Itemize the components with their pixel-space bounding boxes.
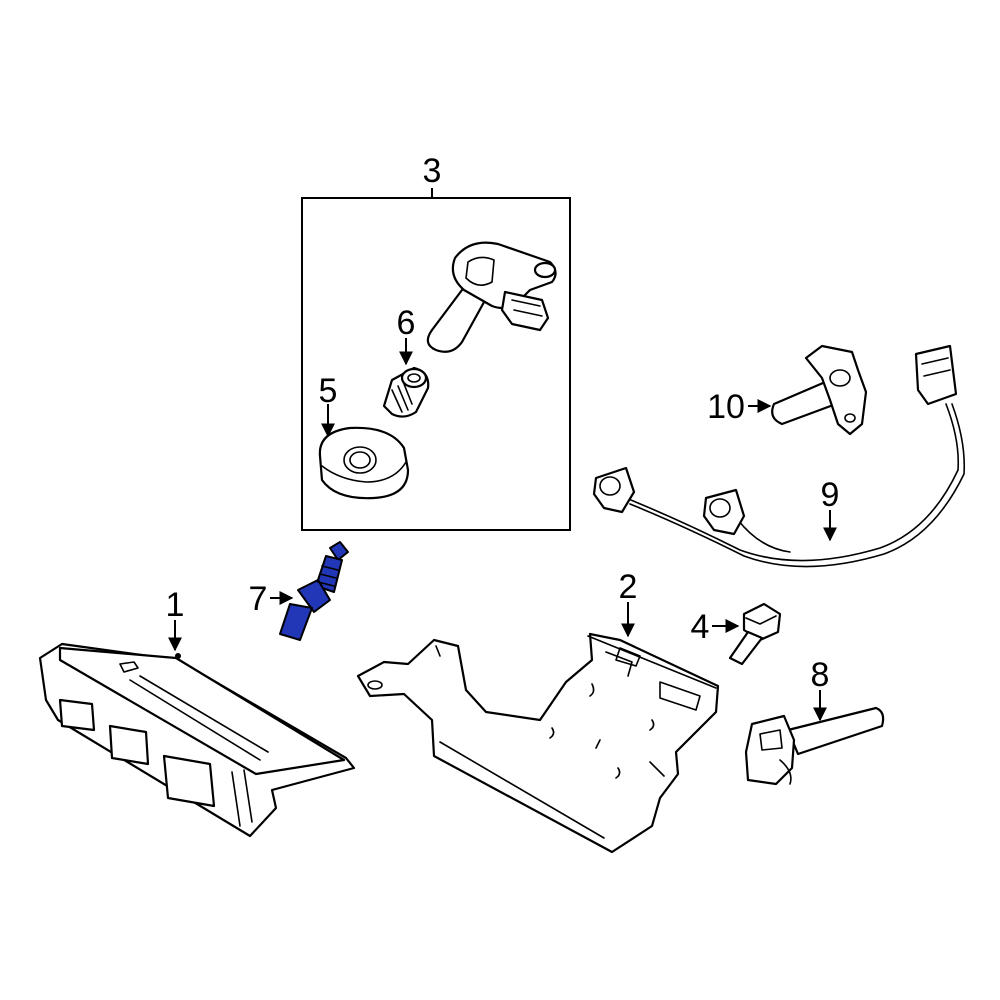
callout-3[interactable]: 3 (423, 152, 442, 190)
camshaft-sensor[interactable] (771, 344, 868, 436)
seal-washer[interactable] (318, 426, 410, 500)
engine-control-module[interactable] (38, 642, 356, 838)
position-sensor[interactable] (744, 706, 885, 786)
spark-plug[interactable] (279, 541, 349, 641)
callout-2[interactable]: 2 (619, 568, 638, 606)
callout-6[interactable]: 6 (397, 304, 416, 342)
callout-8[interactable]: 8 (811, 656, 830, 694)
coil-boot[interactable] (382, 366, 430, 418)
callout-5[interactable]: 5 (319, 372, 338, 410)
ignition-coil-kit-box (301, 188, 571, 531)
callout-1[interactable]: 1 (166, 586, 185, 624)
callout-4[interactable]: 4 (691, 608, 710, 646)
ignition-coil[interactable] (426, 241, 557, 353)
callout-9[interactable]: 9 (821, 476, 840, 514)
knock-sensor-harness[interactable] (592, 344, 966, 568)
mounting-bolt[interactable] (728, 602, 782, 666)
module-bracket[interactable] (356, 632, 720, 854)
callout-10[interactable]: 10 (707, 388, 745, 426)
callout-7[interactable]: 7 (249, 580, 268, 618)
